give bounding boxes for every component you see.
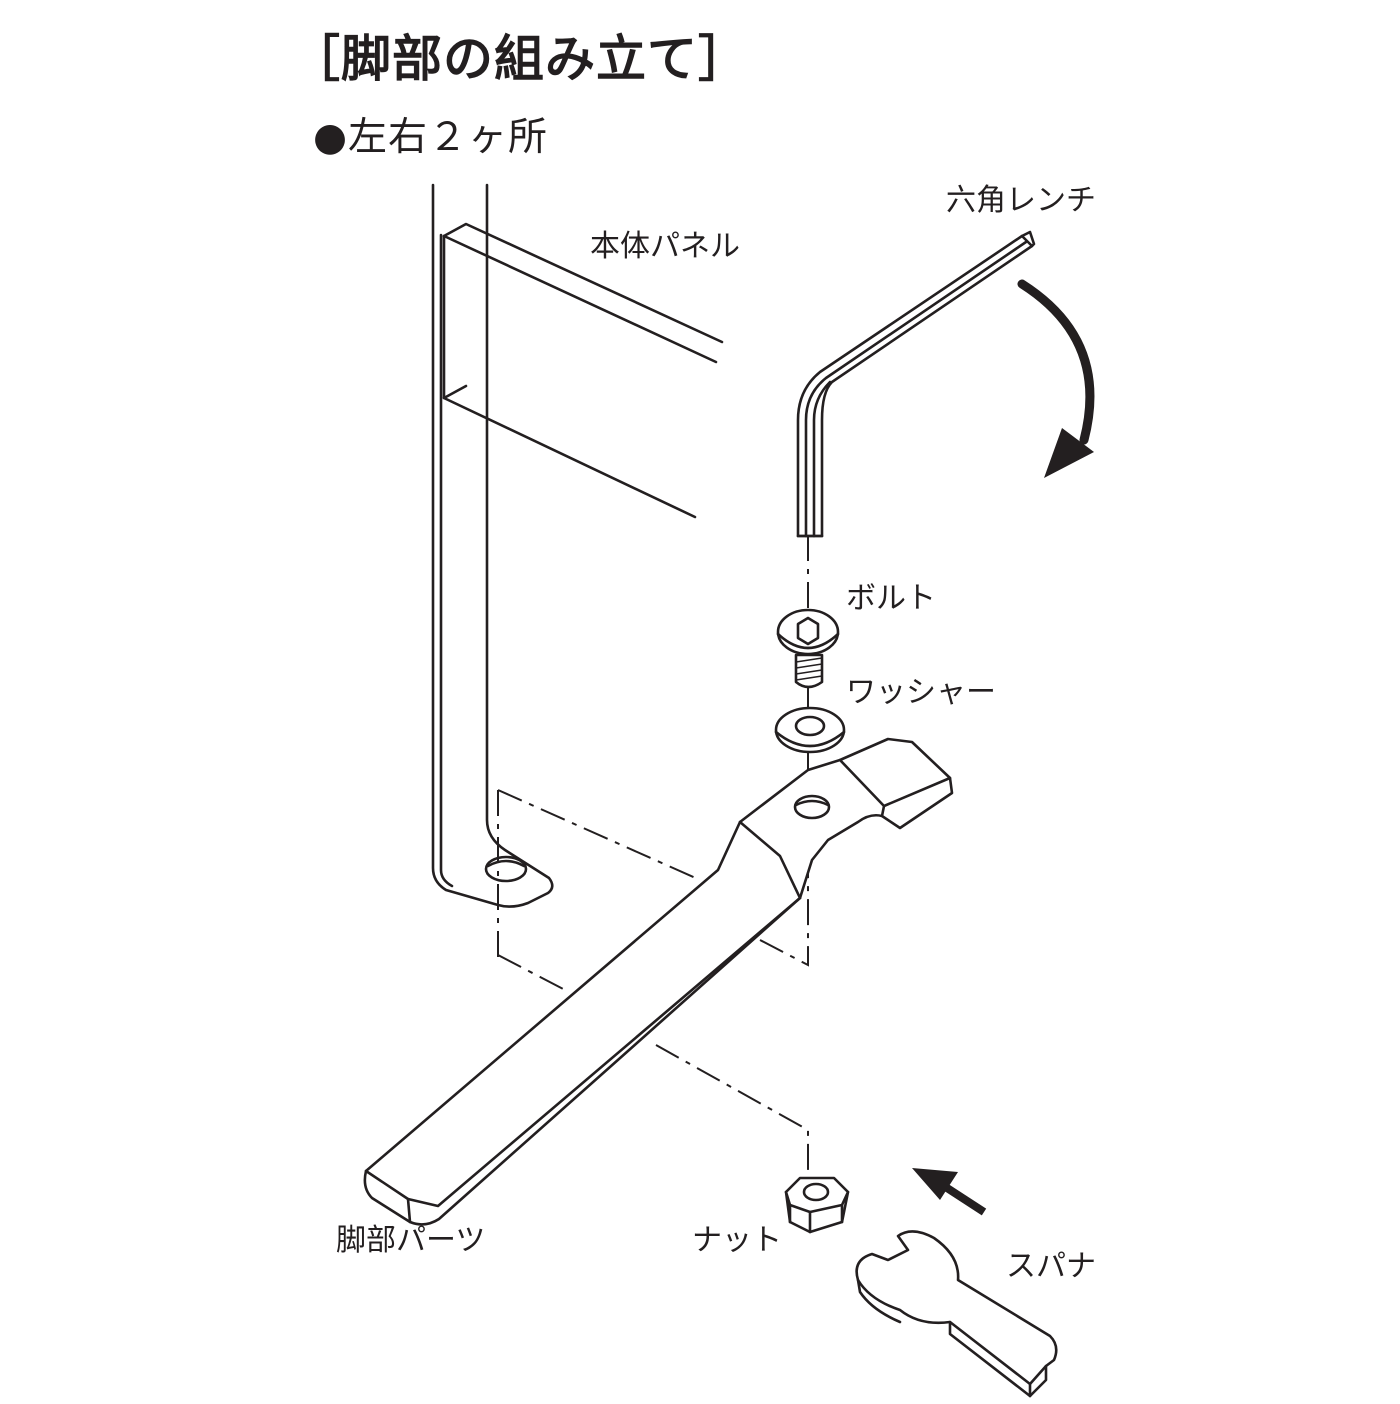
spanner-drawing <box>855 1230 1058 1398</box>
nut-drawing <box>784 1176 850 1234</box>
hex-wrench-drawing <box>796 230 1036 538</box>
label-bolt: ボルト <box>846 581 936 616</box>
washer-drawing <box>774 706 846 754</box>
push-arrow <box>912 1168 987 1216</box>
label-main-panel: 本体パネル <box>590 229 740 264</box>
label-leg-part: 脚部パーツ <box>336 1223 486 1258</box>
page-subtitle: ●左右２ヶ所 <box>313 115 549 160</box>
leg-part-drawing <box>363 737 954 1226</box>
label-nut: ナット <box>692 1223 782 1258</box>
bolt-drawing <box>776 608 840 689</box>
rotation-arrow <box>1017 279 1095 478</box>
main-panel-drawing <box>431 183 724 908</box>
page-title: ［脚部の組み立て］ <box>290 30 749 88</box>
label-washer: ワッシャー <box>846 675 996 710</box>
label-hex-wrench: 六角レンチ <box>946 183 1096 218</box>
label-spanner: スパナ <box>1006 1249 1096 1284</box>
guide-lines <box>497 535 809 1170</box>
